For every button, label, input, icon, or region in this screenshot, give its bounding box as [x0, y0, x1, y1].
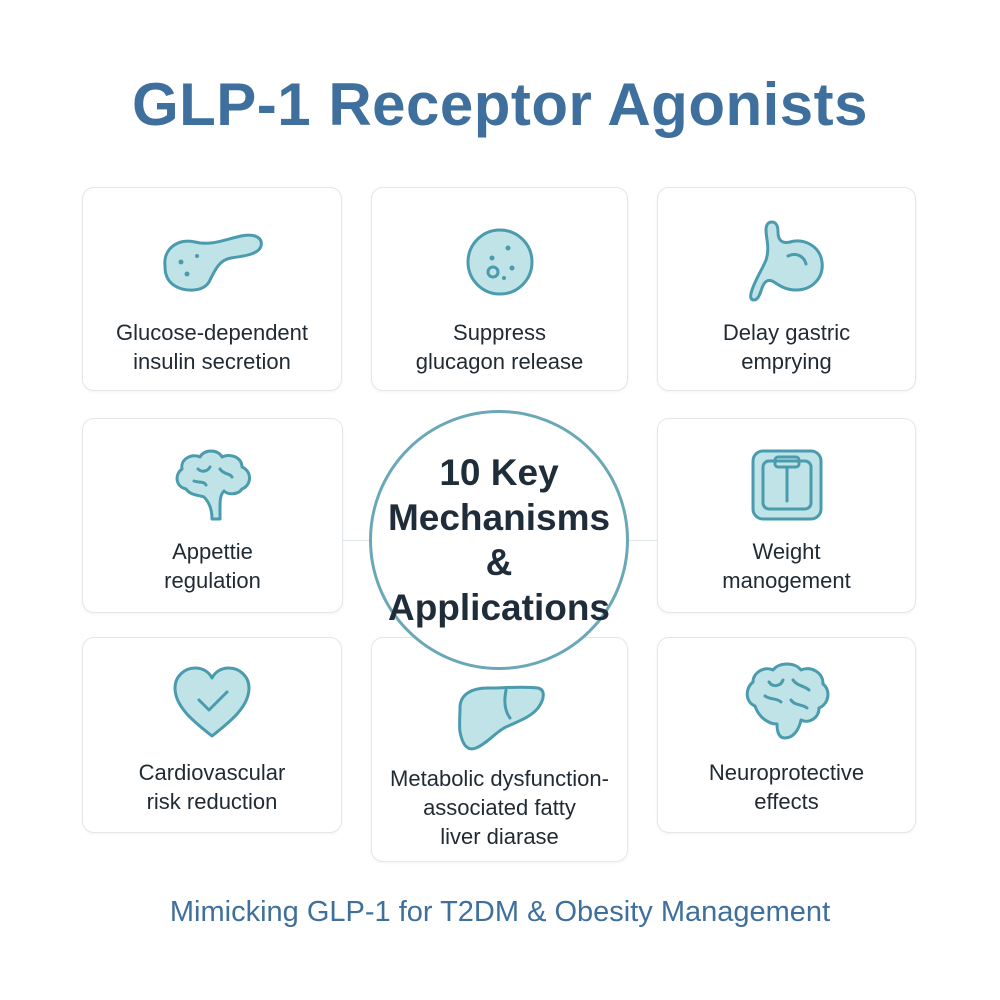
- brain-icon: [745, 662, 829, 740]
- card-cardiovascular-risk: Cardiovascular risk reduction: [82, 637, 342, 833]
- card-label-line1: Neuroprotective: [708, 760, 865, 785]
- liver-icon: [457, 685, 545, 751]
- brain-icon: [175, 449, 251, 521]
- card-label-line1: Cardiovascular: [138, 760, 286, 785]
- card-appetite-regulation: Appettie regulation: [82, 418, 343, 613]
- card-label-line2: regulation: [164, 568, 261, 593]
- card-label-line1: Suppress: [453, 320, 546, 345]
- card-neuroprotective: Neuroprotective effects: [657, 637, 916, 833]
- card-label-line3: liver diarase: [440, 824, 559, 849]
- scale-icon: [751, 449, 822, 521]
- cell-icon: [466, 228, 533, 296]
- footer-tagline: Mimicking GLP-1 for T2DM & Obesity Manag…: [169, 896, 831, 928]
- card-glucagon-release: Suppress glucagon release: [371, 187, 628, 391]
- card-label-line2: associated fatty: [423, 795, 576, 820]
- card-label-line2: risk reduction: [146, 789, 278, 814]
- card-fatty-liver: Metabolic dysfunction- associated fatty …: [371, 637, 628, 862]
- connector-line-right: [626, 540, 658, 541]
- center-line1: 10 Key: [439, 452, 559, 493]
- card-label-line2: manogement: [722, 568, 851, 593]
- stomach-icon: [748, 220, 824, 302]
- center-circle: 10 Key Mechanisms & Applications: [369, 410, 629, 670]
- center-line2: Mechanisms: [387, 497, 611, 538]
- center-line3: & Applications: [387, 542, 611, 628]
- card-label-line2: insulin secretion: [133, 349, 291, 374]
- page-title: GLP-1 Receptor Agonists: [131, 71, 869, 138]
- connector-line-left: [343, 540, 373, 541]
- card-label-line1: Weight: [752, 539, 821, 564]
- pancreas-icon: [163, 233, 263, 292]
- card-label-line1: Glucose-dependent: [115, 320, 309, 345]
- heart-icon: [173, 666, 251, 738]
- card-label-line1: Appettie: [172, 539, 253, 564]
- card-gastric-emptying: Delay gastric emprying: [657, 187, 916, 391]
- card-insulin-secretion: Glucose-dependent insulin secretion: [82, 187, 342, 391]
- card-label-line1: Metabolic dysfunction-: [390, 766, 609, 791]
- card-label-line2: glucagon release: [415, 349, 584, 374]
- card-label-line2: effects: [754, 789, 819, 814]
- card-label-line2: emprying: [741, 349, 832, 374]
- card-label-line1: Delay gastric: [722, 320, 851, 345]
- card-weight-management: Weight manogement: [657, 418, 916, 613]
